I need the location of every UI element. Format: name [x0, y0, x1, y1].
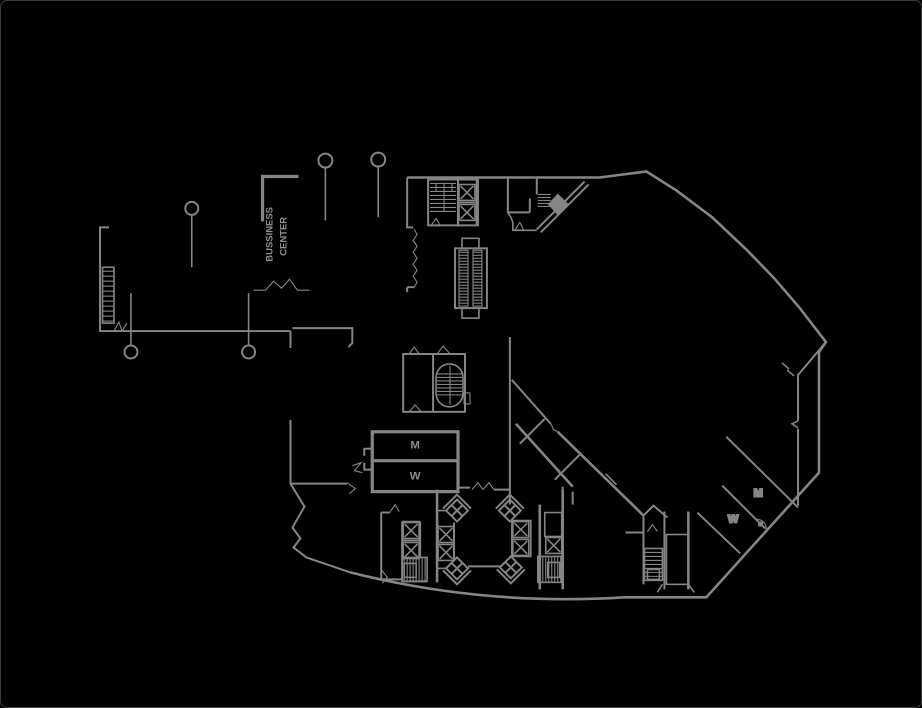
top-stair-core	[427, 178, 460, 227]
center-restroom-women-label: W	[410, 471, 421, 483]
exterior-walls	[289, 170, 828, 601]
lobby-diamond-elevators	[437, 493, 526, 586]
elevator-icon	[458, 183, 476, 202]
diagonal-corridor-walls	[511, 379, 644, 516]
elevator-icon	[402, 541, 420, 560]
top-right-rooms	[506, 178, 590, 234]
elevator-icon	[458, 203, 476, 222]
elevator-icon	[512, 538, 530, 557]
door-swing	[113, 320, 128, 333]
center-restroom-men-label: M	[410, 440, 420, 452]
elevator-icon	[512, 520, 530, 539]
door-swing	[346, 461, 364, 495]
bottom-right-stair	[643, 547, 664, 582]
right-restrooms: M W	[696, 436, 799, 555]
grid-bubbles	[123, 151, 387, 360]
right-restroom-women-label: W	[728, 514, 739, 526]
elevator-icon	[437, 525, 455, 544]
right-restroom-men-label: M	[754, 488, 763, 500]
lobby-stairs	[401, 555, 563, 584]
door-swing	[514, 221, 525, 231]
lobby-elevator-cabs	[402, 511, 563, 562]
left-stair-ladder	[101, 266, 115, 324]
center-restrooms: M W	[346, 430, 460, 495]
door-swing	[756, 518, 767, 530]
escalators	[454, 237, 488, 319]
door-swing	[389, 481, 495, 512]
top-elevator-bank	[457, 178, 479, 227]
elevator-icon	[402, 521, 420, 540]
door-swing	[647, 523, 658, 532]
bottom-right-core	[625, 498, 695, 593]
business-center: BUSSINESS CENTER	[253, 174, 310, 291]
business-center-label-line2: CENTER	[278, 217, 289, 256]
business-center-label-line1: BUSSINESS	[265, 207, 276, 262]
lobby-walls	[380, 337, 565, 590]
double-door-swing	[253, 278, 310, 291]
door-swing	[430, 217, 441, 226]
elevator-icon	[544, 536, 563, 555]
left-corridor-walls	[99, 226, 354, 349]
oval-stair-room	[402, 345, 471, 413]
elevator-icon	[437, 543, 455, 562]
door-swing	[408, 345, 451, 413]
core-west-wall	[406, 177, 418, 293]
solid-diamond-marker	[547, 193, 569, 216]
